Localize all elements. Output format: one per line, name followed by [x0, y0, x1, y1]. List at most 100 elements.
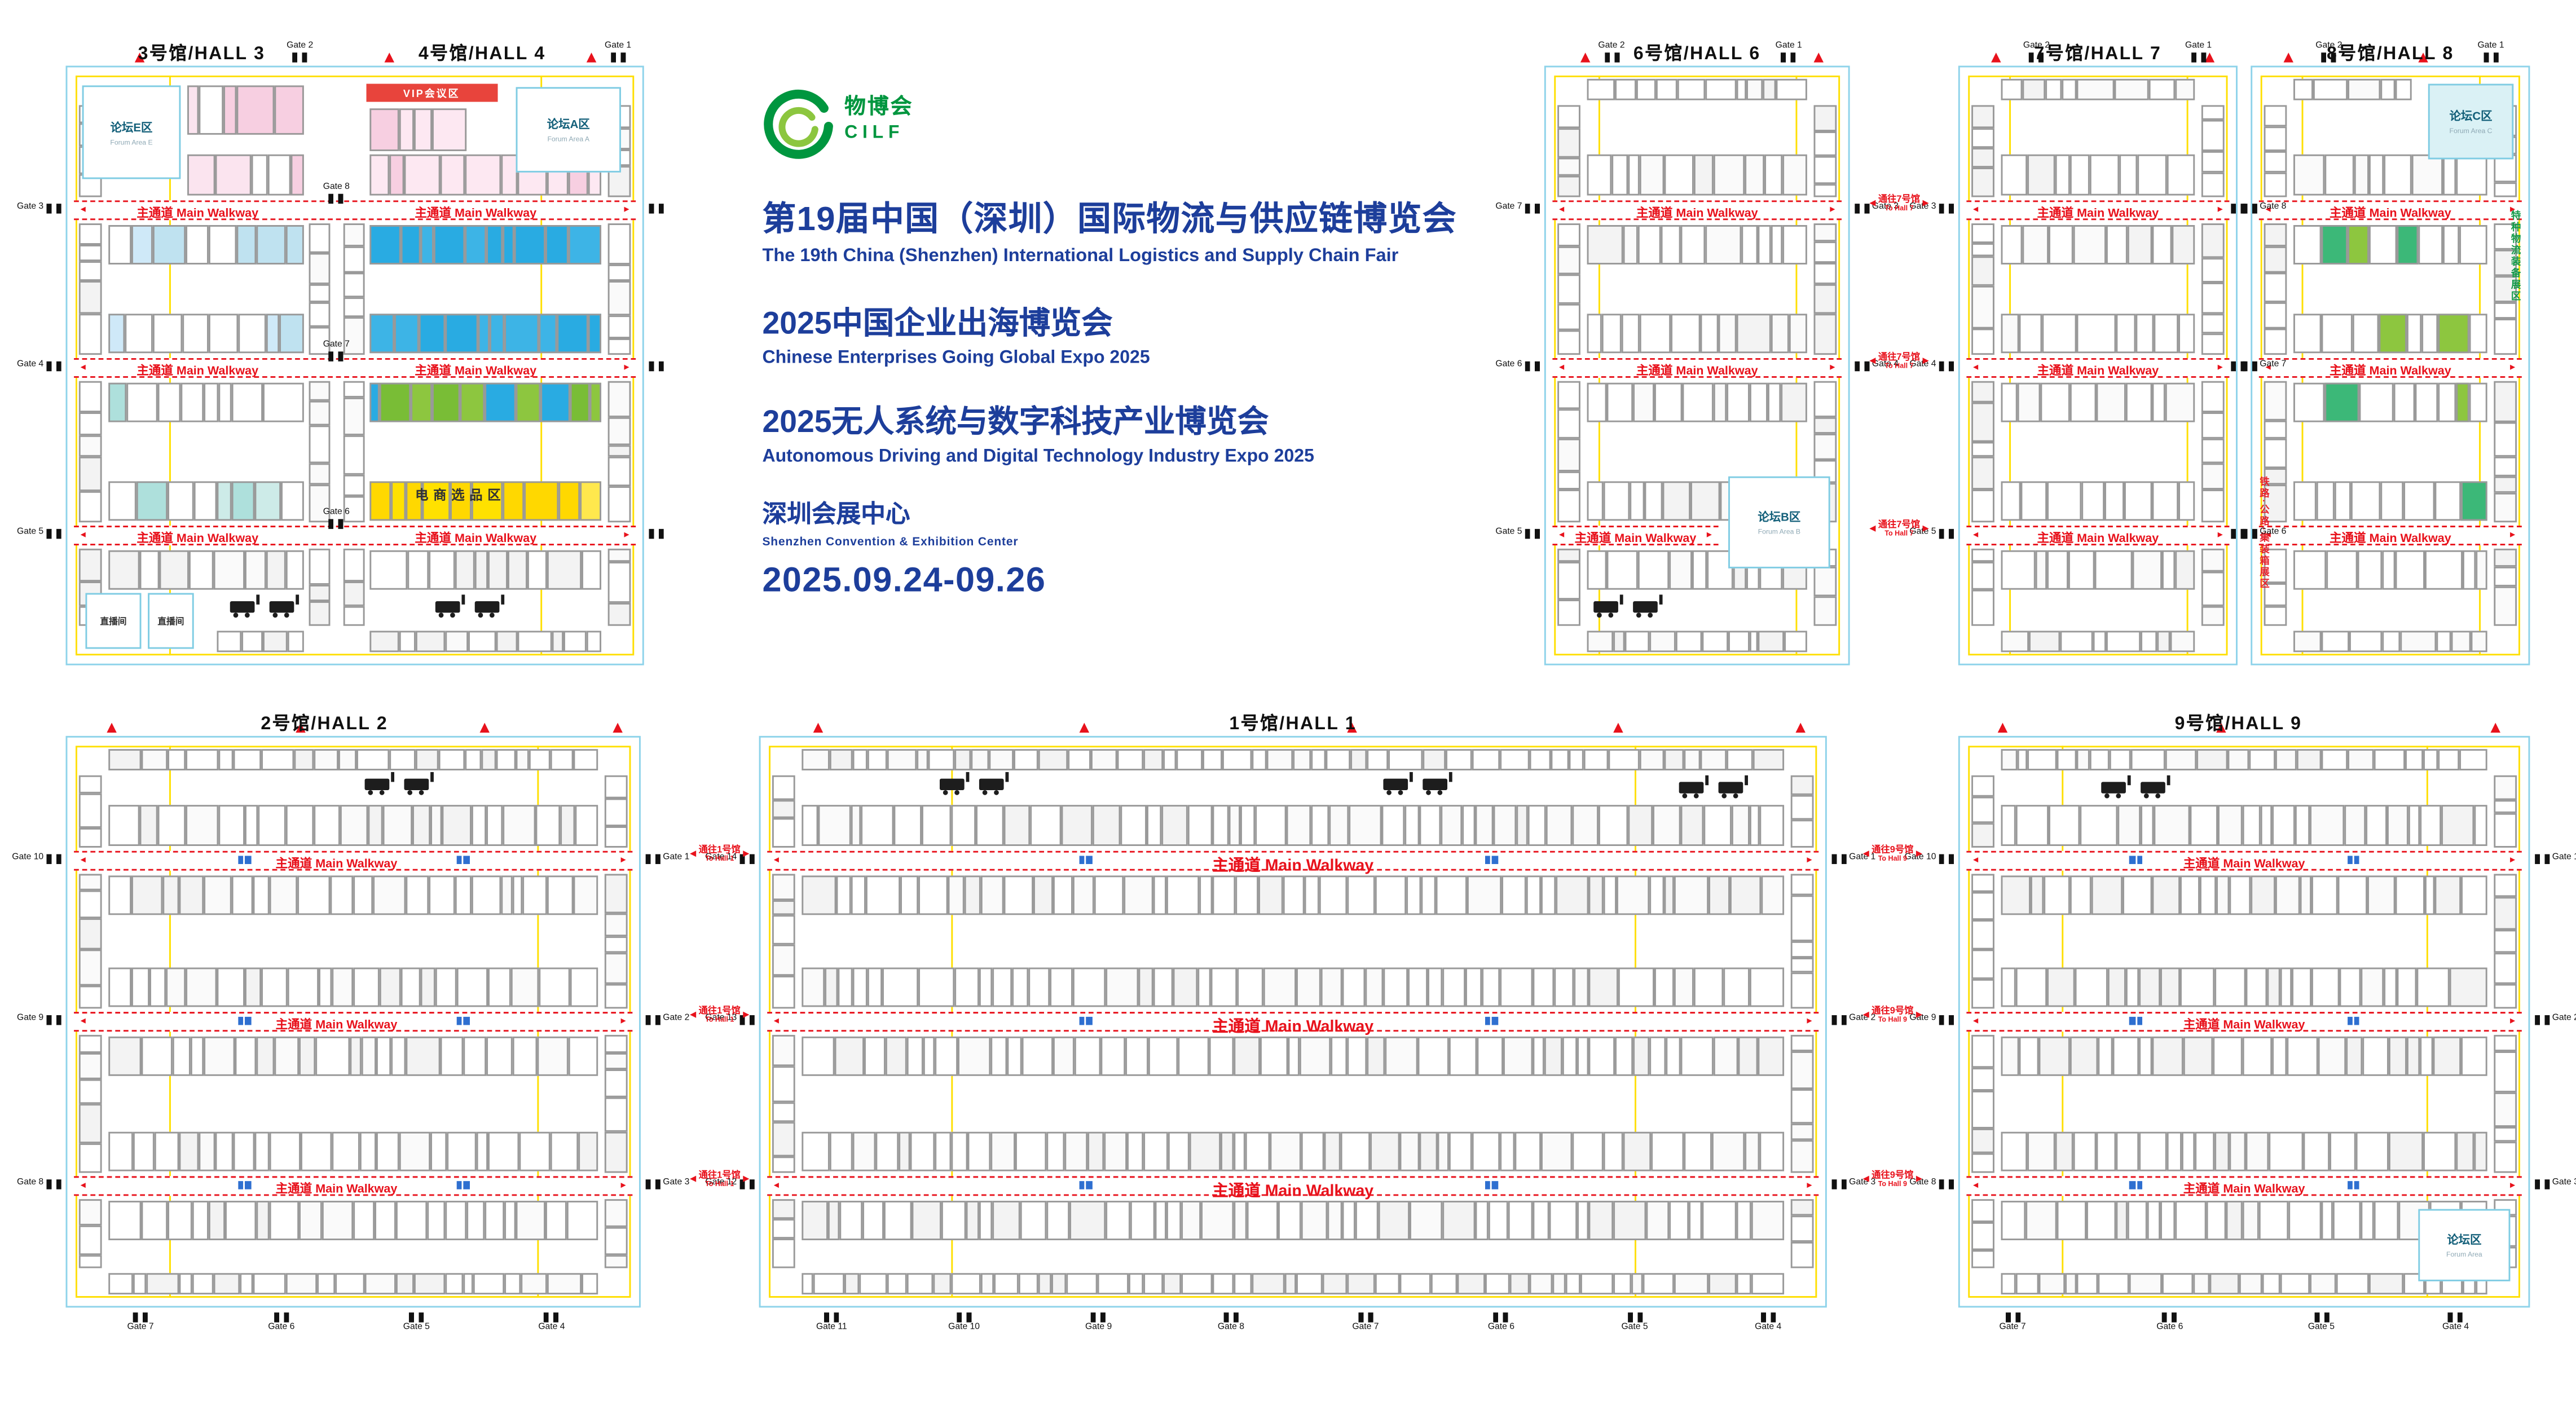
exit-arrow-icon — [1079, 722, 1090, 733]
main-walkway-label: 主通道 Main Walkway — [275, 1182, 398, 1197]
booth — [331, 1131, 361, 1171]
booth — [268, 1201, 300, 1241]
booth — [2113, 1036, 2140, 1076]
transfer-en: To Hall 9 — [1878, 1180, 1907, 1189]
booth — [501, 875, 513, 915]
booth — [868, 749, 887, 771]
booth — [607, 316, 631, 338]
booth — [2272, 1036, 2287, 1076]
gate-label: Gate 5 — [2308, 1312, 2335, 1333]
booth — [2456, 1131, 2474, 1171]
booth — [2264, 438, 2287, 469]
booth-strip — [78, 1199, 102, 1268]
booth — [2313, 78, 2348, 100]
booth — [1355, 1201, 1379, 1241]
booth — [1732, 805, 1749, 846]
booth — [185, 749, 218, 771]
vehicle-icon — [1679, 775, 1708, 799]
booth — [162, 875, 179, 915]
booth — [380, 382, 411, 422]
transfer-en: To Hall 7 — [1884, 362, 1914, 371]
booth — [2001, 225, 2023, 265]
booth — [2162, 550, 2176, 590]
main-walkway: 主通道 Main Walkway◄► — [1552, 526, 1719, 546]
booth — [413, 805, 431, 846]
gate-text: Gate 5 — [2308, 1322, 2335, 1333]
gate-label — [649, 204, 664, 214]
gate-text: Gate 10 — [948, 1322, 980, 1333]
booth — [1706, 225, 1742, 265]
vehicle-icon — [435, 594, 464, 618]
bin-icons — [1485, 1016, 1498, 1025]
booth — [1266, 749, 1292, 771]
booth — [2332, 1201, 2361, 1241]
booth — [463, 1036, 487, 1076]
walkway-arrow-icon: ◄ — [78, 855, 87, 865]
booth-strip — [2001, 78, 2195, 100]
vehicle-icon — [269, 594, 298, 618]
booth — [244, 805, 258, 846]
booth — [802, 805, 818, 846]
booth — [1375, 1273, 1401, 1295]
booth — [2494, 276, 2517, 302]
booth — [535, 805, 561, 846]
booth — [2424, 550, 2462, 590]
booth — [2293, 550, 2326, 590]
booth — [1971, 979, 1994, 1009]
booth — [875, 1131, 900, 1171]
booth — [503, 481, 525, 521]
booth — [772, 1218, 795, 1239]
booth — [2098, 1036, 2113, 1076]
booth-strip — [108, 749, 598, 771]
booth — [935, 1036, 958, 1076]
bin-icon — [238, 856, 244, 863]
booth — [2261, 1273, 2281, 1295]
rail-road-container-zone-label: 铁路·公路·集装箱展区 — [2257, 476, 2267, 590]
booth — [236, 85, 275, 135]
booth — [1121, 805, 1147, 846]
exit-arrow-icon — [2284, 52, 2295, 63]
bin-icon — [238, 1181, 244, 1189]
booth — [1029, 805, 1062, 846]
booth — [405, 1036, 440, 1076]
gate-door-icon — [409, 1312, 424, 1323]
booth — [274, 85, 304, 135]
gate-text: Gate 6 — [2156, 1322, 2183, 1333]
booth — [1301, 1131, 1324, 1171]
booth — [239, 1273, 253, 1295]
booth — [486, 225, 503, 265]
booth — [574, 875, 598, 915]
booth — [78, 244, 102, 262]
transfer-arrow-right-icon: ▶ — [1916, 849, 1923, 860]
booth — [838, 967, 853, 1007]
booth — [1449, 1131, 1472, 1171]
booth — [1666, 1036, 1681, 1076]
booth — [2001, 1201, 2027, 1241]
booth — [772, 1034, 795, 1067]
gate-label: Gate 6 — [2156, 1312, 2183, 1333]
booth-strip — [78, 1034, 102, 1173]
gate-label — [649, 528, 664, 539]
walkway-arrow-icon: ◄ — [78, 204, 87, 215]
booth — [108, 1201, 141, 1241]
gate-door-icon — [956, 1312, 972, 1323]
booth — [935, 1131, 952, 1171]
booth-strip — [369, 314, 601, 354]
booth — [861, 805, 894, 846]
gate-text: Gate 2 — [1849, 1013, 1876, 1024]
booth-strip — [1587, 225, 1807, 265]
main-walkway-label: 主通道 Main Walkway — [2329, 531, 2451, 547]
booth — [1554, 967, 1574, 1007]
booth — [1500, 967, 1533, 1007]
booth — [1587, 225, 1623, 265]
bin-icon — [2347, 1016, 2353, 1025]
booth — [406, 481, 422, 521]
bin-icons — [456, 856, 470, 863]
booth — [2275, 749, 2297, 771]
booth — [918, 967, 954, 1007]
booth — [2264, 272, 2287, 303]
booth — [241, 631, 263, 653]
walkway-arrow-icon: ◄ — [78, 362, 87, 372]
booth-strip — [1971, 1034, 1994, 1173]
